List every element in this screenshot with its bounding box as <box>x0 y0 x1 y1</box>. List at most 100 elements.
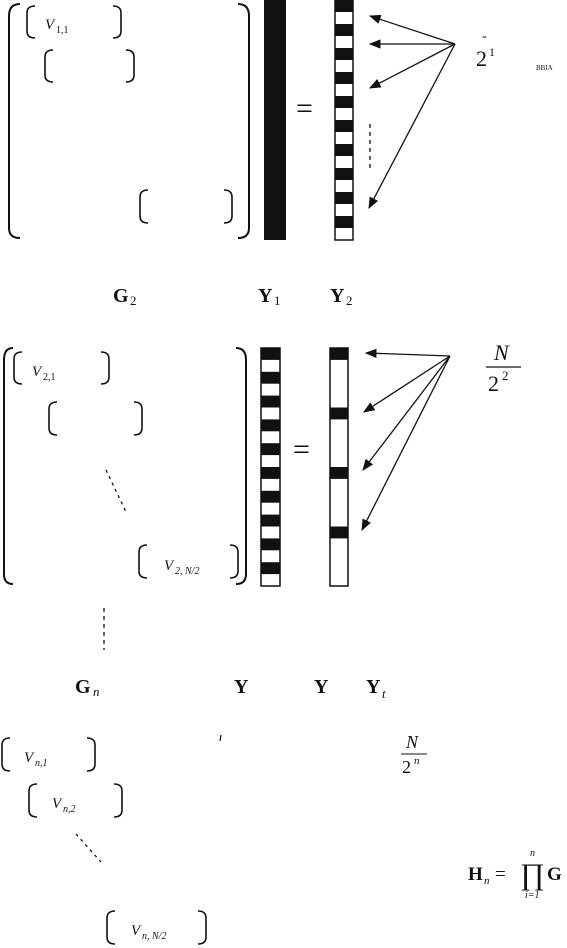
matrix-right-bracket <box>237 3 250 239</box>
vector-y3-outline <box>329 347 349 587</box>
block-right-brace <box>133 401 143 436</box>
arrow <box>368 43 456 89</box>
caption-gn-sub: n <box>93 684 100 699</box>
vector-y2-left <box>261 348 280 575</box>
vector-segment <box>330 407 348 420</box>
vector-segment <box>261 514 280 527</box>
vector-y2-left-outline <box>260 347 281 587</box>
panel-2: V 2,1 V 2, N/2 = N 2 2 <box>3 340 521 587</box>
vector-segment <box>261 419 280 432</box>
caption-y1: Y <box>258 285 273 307</box>
caption-y-partial-c: Y <box>366 676 381 698</box>
product-rhs: G <box>547 864 562 885</box>
vector-segment <box>335 48 353 60</box>
product-upper-limit: n <box>530 848 535 859</box>
fraction-exponent: 2 <box>502 368 509 383</box>
vector-segment <box>335 96 353 108</box>
matrix-left-bracket <box>8 3 21 239</box>
vector-segment <box>261 562 280 575</box>
block-label-last: V <box>131 923 142 939</box>
product-lower-limit: i=1 <box>525 890 540 901</box>
block-left-brace <box>13 351 23 385</box>
product-equals: = <box>495 864 506 885</box>
block-right-brace <box>113 783 123 818</box>
fraction-denominator: 2 <box>476 46 487 71</box>
block-left-brace <box>28 783 38 818</box>
equals-sign: = <box>293 433 310 466</box>
block-left-brace <box>106 910 116 945</box>
block-right-brace <box>112 5 122 39</box>
caption-y-partial-b: Y <box>314 676 329 698</box>
caption-y1-sub: 1 <box>274 293 281 308</box>
block-label-2: V <box>52 796 63 812</box>
vector-segment <box>261 467 280 479</box>
caption-y-partial-c-sub: t <box>382 686 386 701</box>
matrix-right-bracket <box>235 347 247 585</box>
caption-g2: G <box>113 285 129 307</box>
block-right-brace <box>197 910 207 945</box>
vector-y2-outline <box>334 0 354 241</box>
product-lhs-sub: n <box>484 875 490 887</box>
block-label: V <box>24 750 35 766</box>
block-label: V <box>45 17 56 33</box>
block-right-brace <box>86 737 96 772</box>
arrow <box>361 355 451 532</box>
vector-segment <box>335 0 353 12</box>
fraction-exponent: n <box>414 755 420 767</box>
block-label-2-sub: n,2 <box>63 804 76 815</box>
arrow <box>368 14 456 45</box>
block-label: V <box>32 364 43 380</box>
vector-segment <box>261 395 280 408</box>
vector-segment <box>261 371 280 384</box>
diagonal-dots <box>105 469 127 513</box>
block-label-sub: 1,1 <box>56 25 69 36</box>
vector-y2 <box>335 0 353 228</box>
block-left-brace <box>48 401 58 436</box>
caption-g2-sub: 2 <box>130 293 137 308</box>
block-left-brace <box>139 189 149 224</box>
caption-y2-sub: 2 <box>346 293 353 308</box>
clipped-text: BBIA <box>536 64 553 72</box>
block-right-brace <box>229 544 239 579</box>
block-label-last: V <box>164 558 175 574</box>
vector-segment <box>335 24 353 36</box>
block-left-brace <box>138 544 148 579</box>
block-right-brace <box>125 49 135 83</box>
arrow <box>368 43 456 210</box>
vector-segment <box>335 192 353 204</box>
block-label-last-sub: 2, N/2 <box>175 566 199 577</box>
vector-segment <box>330 526 348 539</box>
fraction-numerator: N <box>405 732 419 752</box>
vector-segment <box>335 72 353 84</box>
vector-segment <box>335 168 353 180</box>
tick-mark <box>219 734 222 742</box>
vector-segment <box>261 348 280 360</box>
fraction-exponent: 1 <box>489 45 495 59</box>
diagonal-dots <box>75 833 102 863</box>
caption-gn: G <box>75 676 91 698</box>
arrow <box>363 355 451 413</box>
arrow <box>362 355 451 471</box>
arrow <box>364 348 451 359</box>
vector-y1 <box>264 0 286 240</box>
caption-y-partial-a: Y <box>234 676 249 698</box>
fraction-denominator: 2 <box>402 757 411 777</box>
vector-segment <box>261 490 280 503</box>
block-label-last-sub: n, N/2 <box>142 931 166 942</box>
vector-segment <box>335 216 353 228</box>
product-lhs: H <box>468 864 483 885</box>
equals-sign: = <box>296 92 313 125</box>
vector-segment <box>261 443 280 456</box>
block-left-brace <box>44 49 54 83</box>
block-left-brace <box>1 737 11 772</box>
caption-y2: Y <box>330 285 345 307</box>
fraction-numerator: - <box>482 29 487 44</box>
vector-y3 <box>330 348 348 539</box>
block-left-brace <box>26 5 36 39</box>
vector-segment <box>261 538 280 551</box>
block-label-sub: 2,1 <box>43 372 56 383</box>
product-symbol: ∏ <box>520 858 545 891</box>
matrix-left-bracket <box>3 347 14 585</box>
vector-segment <box>335 144 353 156</box>
